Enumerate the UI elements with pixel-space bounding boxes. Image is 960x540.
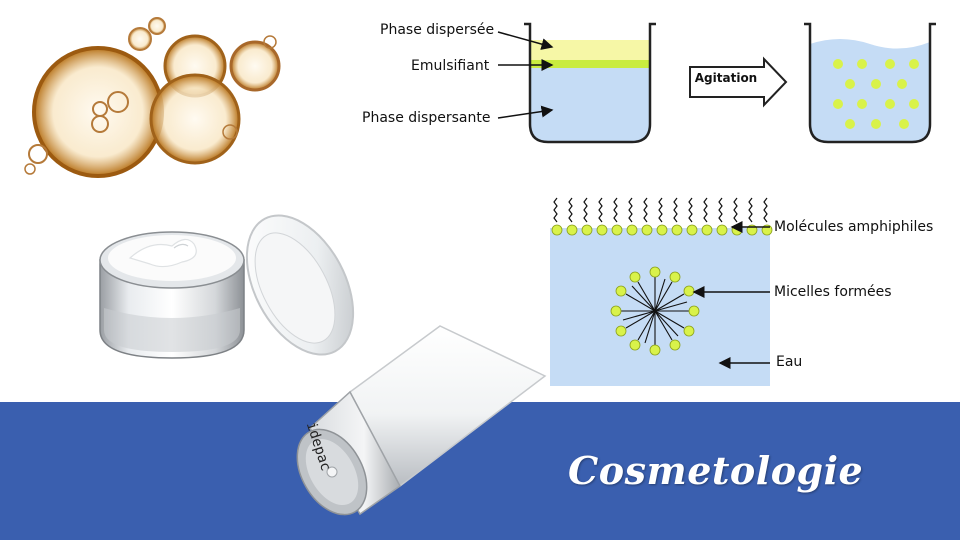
dispersed-phase-layer bbox=[530, 40, 650, 60]
beaker-before bbox=[524, 22, 656, 144]
label-dispersing-phase: Phase dispersante bbox=[362, 110, 491, 126]
banner-title: Cosmetologie bbox=[568, 448, 864, 493]
agitation-arrow bbox=[689, 56, 788, 108]
agitation-label: Agitation bbox=[694, 71, 758, 85]
surface-amphiphilic-molecules bbox=[553, 197, 768, 223]
label-amphiphilic-molecules: Molécules amphiphiles bbox=[774, 219, 934, 235]
dispersed-droplets bbox=[833, 59, 919, 129]
beaker-after bbox=[804, 22, 936, 144]
micelle bbox=[610, 266, 700, 356]
label-dispersed-phase: Phase dispersée bbox=[380, 22, 495, 38]
label-water: Eau bbox=[776, 354, 803, 370]
emulsion-pointer-arrows bbox=[497, 31, 554, 119]
micelle-pointer-arrows bbox=[692, 221, 770, 369]
label-emulsifier: Emulsifiant bbox=[411, 58, 490, 74]
oil-bubbles-image bbox=[24, 17, 281, 178]
cream-tube-image bbox=[296, 325, 547, 516]
water-area bbox=[550, 228, 770, 386]
emulsion-diagram bbox=[524, 22, 936, 144]
cream-jar-image bbox=[99, 214, 355, 359]
label-micelles: Micelles formées bbox=[774, 284, 892, 300]
emulsifier-layer bbox=[530, 60, 650, 68]
